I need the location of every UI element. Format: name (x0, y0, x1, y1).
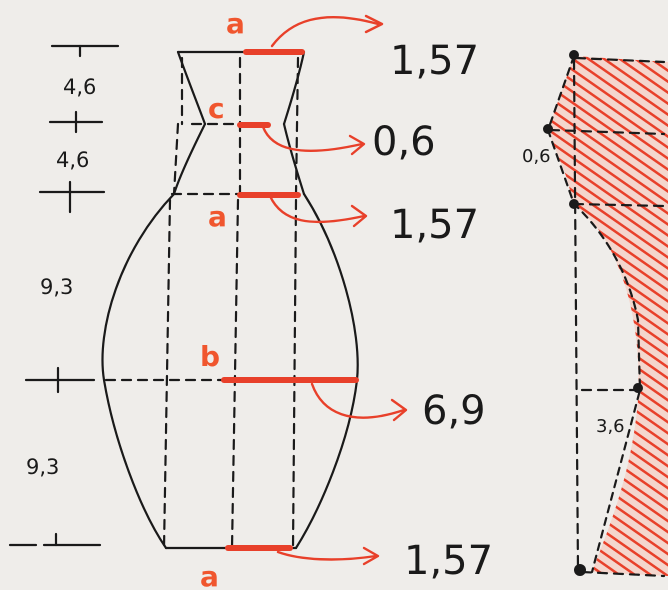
section-letters: a c a b a (200, 7, 245, 590)
section-letter-belly: b (200, 340, 220, 373)
profile-label-belly: 3,6 (596, 416, 625, 437)
dimension-label-2: 4,6 (56, 148, 89, 172)
dimension-label-3: 9,3 (40, 275, 73, 299)
section-value-shoulder: 1,57 (390, 202, 479, 248)
dimension-label-1: 4,6 (63, 75, 96, 99)
section-markers (221, 49, 359, 551)
value-arrows (260, 14, 408, 566)
dimension-scale: 4,6 4,6 9,3 9,3 (8, 44, 120, 547)
section-values: 1,57 0,6 1,57 6,9 1,57 (372, 38, 493, 584)
section-value-base: 1,57 (404, 538, 493, 584)
section-value-top: 1,57 (390, 38, 479, 84)
section-letter-base: a (200, 560, 219, 590)
dimension-label-4: 9,3 (26, 455, 59, 479)
section-letter-neck: c (208, 92, 225, 125)
profile-section: 0,6 3,6 (522, 50, 668, 578)
vase-outline (101, 50, 359, 550)
section-value-neck: 0,6 (372, 119, 436, 165)
section-letter-shoulder: a (208, 200, 227, 233)
construction-lines (104, 56, 302, 550)
section-letter-top: a (226, 7, 245, 40)
profile-label-neck: 0,6 (522, 146, 551, 167)
section-value-belly: 6,9 (422, 388, 486, 434)
